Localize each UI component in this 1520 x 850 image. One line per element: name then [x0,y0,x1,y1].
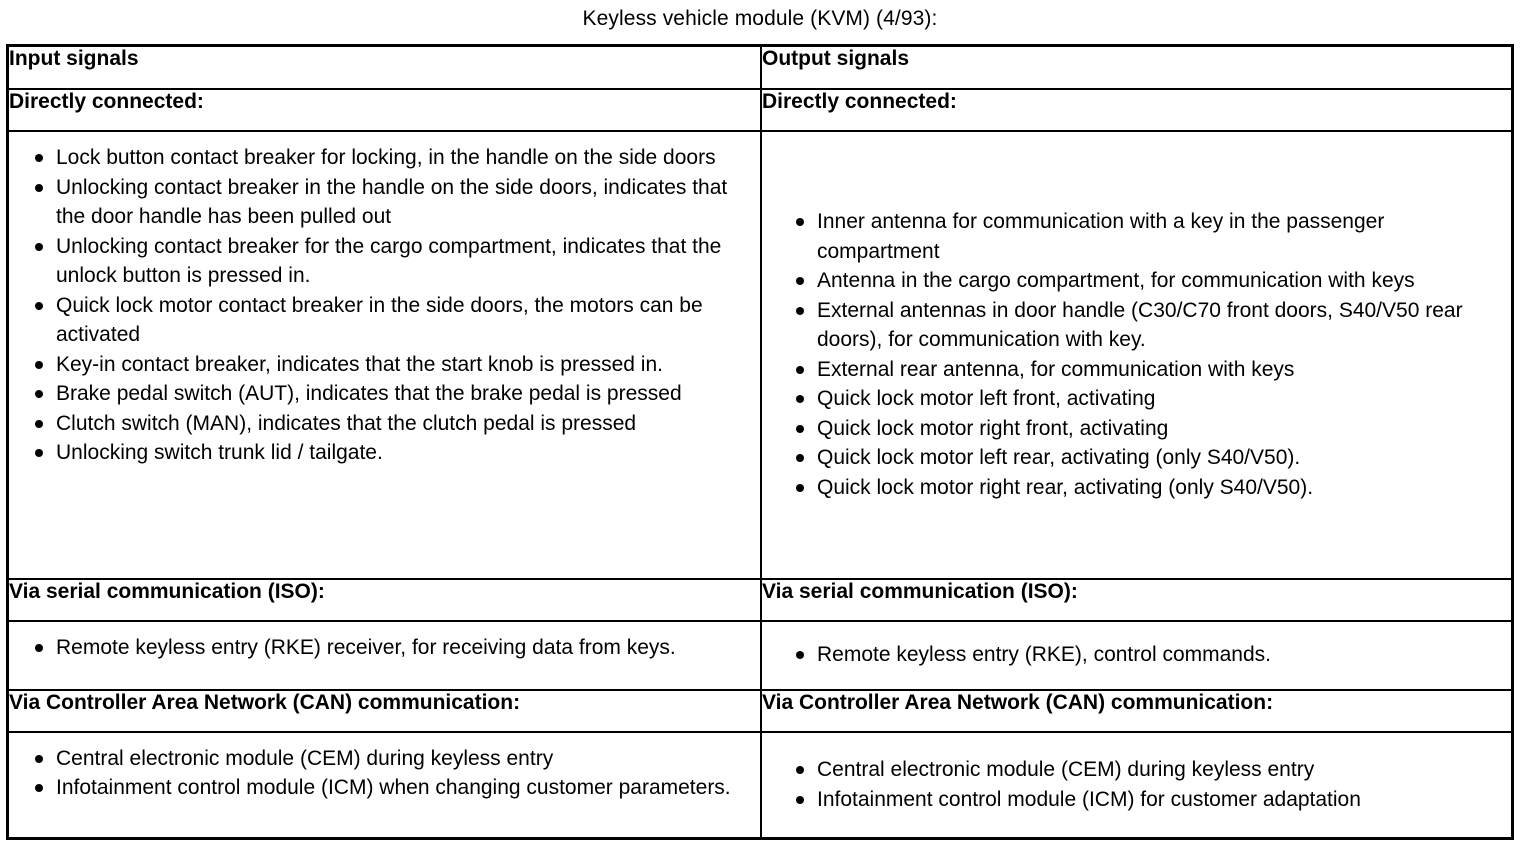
cell-body: Remote keyless entry (RKE), control comm… [762,622,1511,689]
output-serial-iso-list: Remote keyless entry (RKE), control comm… [762,640,1505,670]
cell-input-directly-connected: Lock button contact breaker for locking,… [9,130,762,580]
list-item: Quick lock motor left front, activating [762,384,1505,414]
cell-input-serial-iso: Remote keyless entry (RKE) receiver, for… [9,619,762,691]
section-can-header-row: Via Controller Area Network (CAN) commun… [9,688,1511,733]
list-item: Central electronic module (CEM) during k… [762,755,1505,785]
signals-table-container: Input signals Output signals Directly co… [6,44,1514,840]
list-item: External rear antenna, for communication… [762,355,1505,385]
list-item: External antennas in door handle (C30/C7… [762,296,1505,355]
cell-output-can: Central electronic module (CEM) during k… [760,730,1511,837]
column-header-input-signals: Input signals [9,47,762,90]
section-iso-body-row: Remote keyless entry (RKE) receiver, for… [9,619,1511,691]
output-directly-connected-list: Inner antenna for communication with a k… [762,207,1505,502]
subheader-right-serial-iso: Via serial communication (ISO): [760,577,1511,622]
cell-input-can: Central electronic module (CEM) during k… [9,730,762,837]
cell-body: Remote keyless entry (RKE) receiver, for… [9,622,760,674]
table-header-row: Input signals Output signals [9,47,1511,90]
list-item: Inner antenna for communication with a k… [762,207,1505,266]
subheader-left-can: Via Controller Area Network (CAN) commun… [9,688,762,733]
list-item: Antenna in the cargo compartment, for co… [762,266,1505,296]
list-item: Unlocking switch trunk lid / tailgate. [9,438,754,468]
input-serial-iso-list: Remote keyless entry (RKE) receiver, for… [9,633,754,663]
list-item: Quick lock motor contact breaker in the … [9,291,754,350]
section-can-body-row: Central electronic module (CEM) during k… [9,730,1511,837]
list-item: Quick lock motor left rear, activating (… [762,443,1505,473]
subheader-right-directly-connected: Directly connected: [760,88,1511,132]
subheader-left-serial-iso: Via serial communication (ISO): [9,577,762,622]
cell-body: Central electronic module (CEM) during k… [762,733,1511,837]
list-item: Quick lock motor right rear, activating … [762,473,1505,503]
list-item: Quick lock motor right front, activating [762,414,1505,444]
cell-body: Lock button contact breaker for locking,… [9,132,760,479]
list-item: Clutch switch (MAN), indicates that the … [9,409,754,439]
cell-output-directly-connected: Inner antenna for communication with a k… [760,130,1511,580]
cell-output-serial-iso: Remote keyless entry (RKE), control comm… [760,619,1511,691]
section-directly-connected-header-row: Directly connected: Directly connected: [9,88,1511,132]
list-item: Lock button contact breaker for locking,… [9,143,754,173]
list-item: Central electronic module (CEM) during k… [9,744,754,774]
section-directly-connected-body-row: Lock button contact breaker for locking,… [9,130,1511,580]
list-item: Unlocking contact breaker in the handle … [9,173,754,232]
cell-body: Inner antenna for communication with a k… [762,132,1511,578]
cell-body: Central electronic module (CEM) during k… [9,733,760,814]
page-title: Keyless vehicle module (KVM) (4/93): [582,7,938,30]
list-item: Infotainment control module (ICM) when c… [9,773,754,803]
list-item: Remote keyless entry (RKE) receiver, for… [9,633,754,663]
signals-table: Input signals Output signals Directly co… [9,47,1511,837]
section-iso-header-row: Via serial communication (ISO): Via seri… [9,577,1511,622]
subheader-left-directly-connected: Directly connected: [9,88,762,132]
list-item: Infotainment control module (ICM) for cu… [762,785,1505,815]
column-header-output-signals: Output signals [760,47,1511,90]
output-can-list: Central electronic module (CEM) during k… [762,755,1505,814]
list-item: Unlocking contact breaker for the cargo … [9,232,754,291]
subheader-right-can: Via Controller Area Network (CAN) commun… [760,688,1511,733]
list-item: Key-in contact breaker, indicates that t… [9,350,754,380]
input-can-list: Central electronic module (CEM) during k… [9,744,754,803]
input-directly-connected-list: Lock button contact breaker for locking,… [9,143,754,468]
list-item: Remote keyless entry (RKE), control comm… [762,640,1505,670]
list-item: Brake pedal switch (AUT), indicates that… [9,379,754,409]
